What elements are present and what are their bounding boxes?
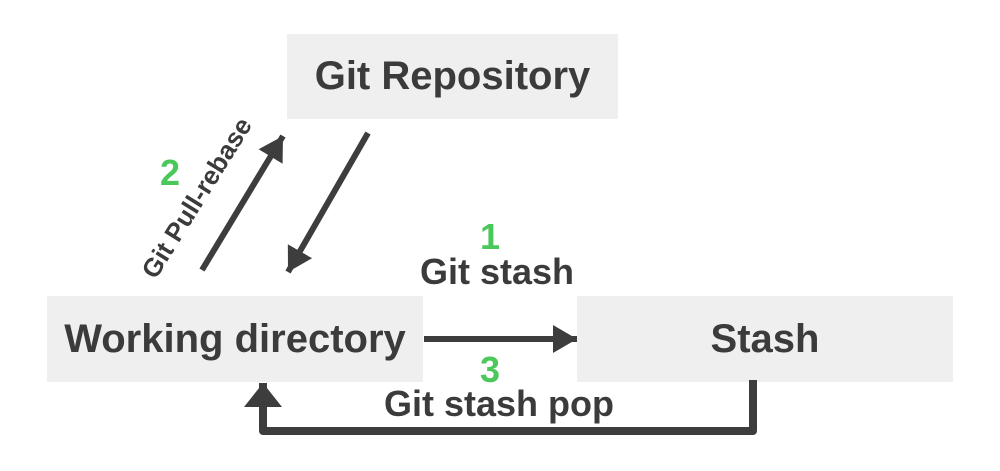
arrow-pull-rebase-up-icon xyxy=(199,134,286,272)
node-stash: Stash xyxy=(577,296,953,382)
edge-label-git-stash-pop: Git stash pop xyxy=(383,383,615,424)
node-working-directory: Working directory xyxy=(47,296,423,382)
node-git-repository: Git Repository xyxy=(287,34,618,119)
step-number-1: 1 xyxy=(479,216,501,257)
arrow-git-stash-pop-icon xyxy=(244,380,757,435)
step-number-3: 3 xyxy=(479,349,501,390)
step-number-2: 2 xyxy=(159,152,181,193)
edge-label-git-stash: Git stash xyxy=(419,251,575,292)
node-working-directory-label: Working directory xyxy=(64,316,406,361)
node-git-repository-label: Git Repository xyxy=(314,54,591,98)
arrow-pull-rebase-down-icon xyxy=(285,131,371,274)
node-stash-label: Stash xyxy=(710,316,820,361)
